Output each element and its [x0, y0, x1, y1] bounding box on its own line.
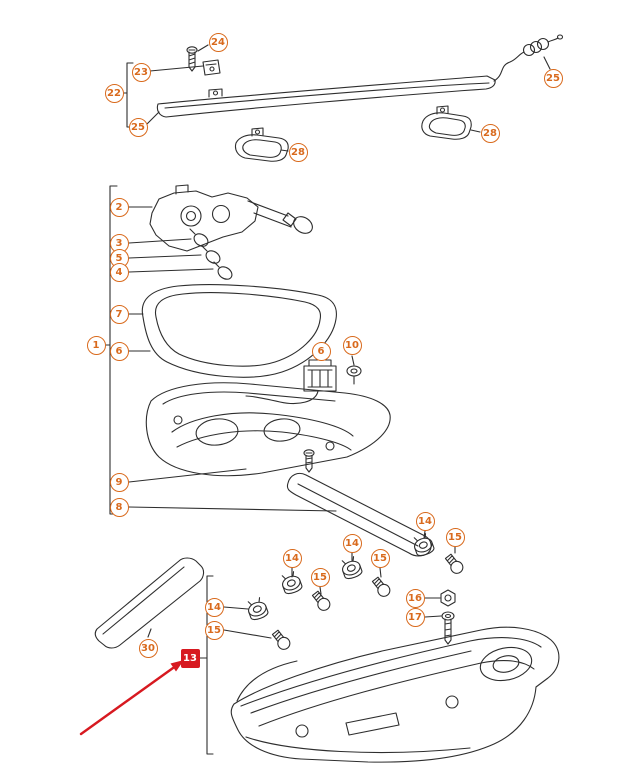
leader-lines — [280, 129, 481, 152]
callout-13-highlighted[interactable]: 13 — [180, 648, 200, 668]
callout-1[interactable]: 1 — [86, 335, 106, 355]
tail-light-housing-upper — [145, 382, 391, 477]
callout-23[interactable]: 23 — [131, 62, 151, 82]
high-mount-brake-light — [122, 34, 564, 128]
callout-24[interactable]: 24 — [208, 32, 228, 52]
bolt-icon — [441, 611, 455, 645]
tail-light-housing-lower — [230, 626, 560, 763]
callout-28[interactable]: 28 — [288, 142, 308, 162]
callout-25[interactable]: 25 — [543, 68, 563, 88]
callout-14[interactable]: 14 — [204, 597, 224, 617]
callout-8[interactable]: 8 — [109, 497, 129, 517]
callout-28[interactable]: 28 — [480, 123, 500, 143]
wiring-harness — [493, 34, 564, 82]
callout-7[interactable]: 7 — [109, 304, 129, 324]
callout-14[interactable]: 14 — [282, 548, 302, 568]
screw-icon — [303, 449, 315, 473]
callout-14[interactable]: 14 — [415, 511, 435, 531]
callout-25[interactable]: 25 — [128, 117, 148, 137]
assembly-bracket — [199, 575, 214, 755]
callout-2[interactable]: 2 — [109, 197, 129, 217]
nut-icon — [440, 589, 456, 607]
callout-16[interactable]: 16 — [405, 588, 425, 608]
bar-mount-tab — [208, 88, 223, 98]
callout-6[interactable]: 6 — [109, 341, 129, 361]
screw-icon — [186, 46, 198, 72]
callout-15[interactable]: 15 — [204, 620, 224, 640]
callout-3[interactable]: 3 — [109, 233, 129, 253]
license-lamp-left — [234, 127, 289, 162]
callout-15[interactable]: 15 — [370, 548, 390, 568]
bulb-carrier — [149, 184, 292, 252]
grommet — [346, 355, 362, 385]
leader-lines — [223, 530, 456, 639]
lower-tail-light-assembly — [94, 449, 560, 763]
callout-22[interactable]: 22 — [104, 83, 124, 103]
callout-9[interactable]: 9 — [109, 472, 129, 492]
callout-10[interactable]: 10 — [342, 335, 362, 355]
bulbs-small — [189, 228, 233, 280]
leader-lines — [128, 206, 337, 512]
license-plate-lamps — [234, 105, 481, 162]
callout-15[interactable]: 15 — [445, 527, 465, 547]
license-lamp-right — [421, 105, 472, 140]
trim-strip — [286, 472, 432, 557]
callout-14[interactable]: 14 — [342, 533, 362, 553]
callout-15[interactable]: 15 — [310, 567, 330, 587]
brake-light-bar — [156, 75, 496, 118]
bulb-large — [282, 212, 313, 234]
gasket-seal — [141, 284, 337, 378]
callout-30[interactable]: 30 — [138, 638, 158, 658]
reflector-strip — [94, 557, 205, 649]
callout-17[interactable]: 17 — [405, 607, 425, 627]
clip-icon — [202, 59, 221, 76]
callout-4[interactable]: 4 — [109, 262, 129, 282]
callout-6[interactable]: 6 — [311, 341, 331, 361]
